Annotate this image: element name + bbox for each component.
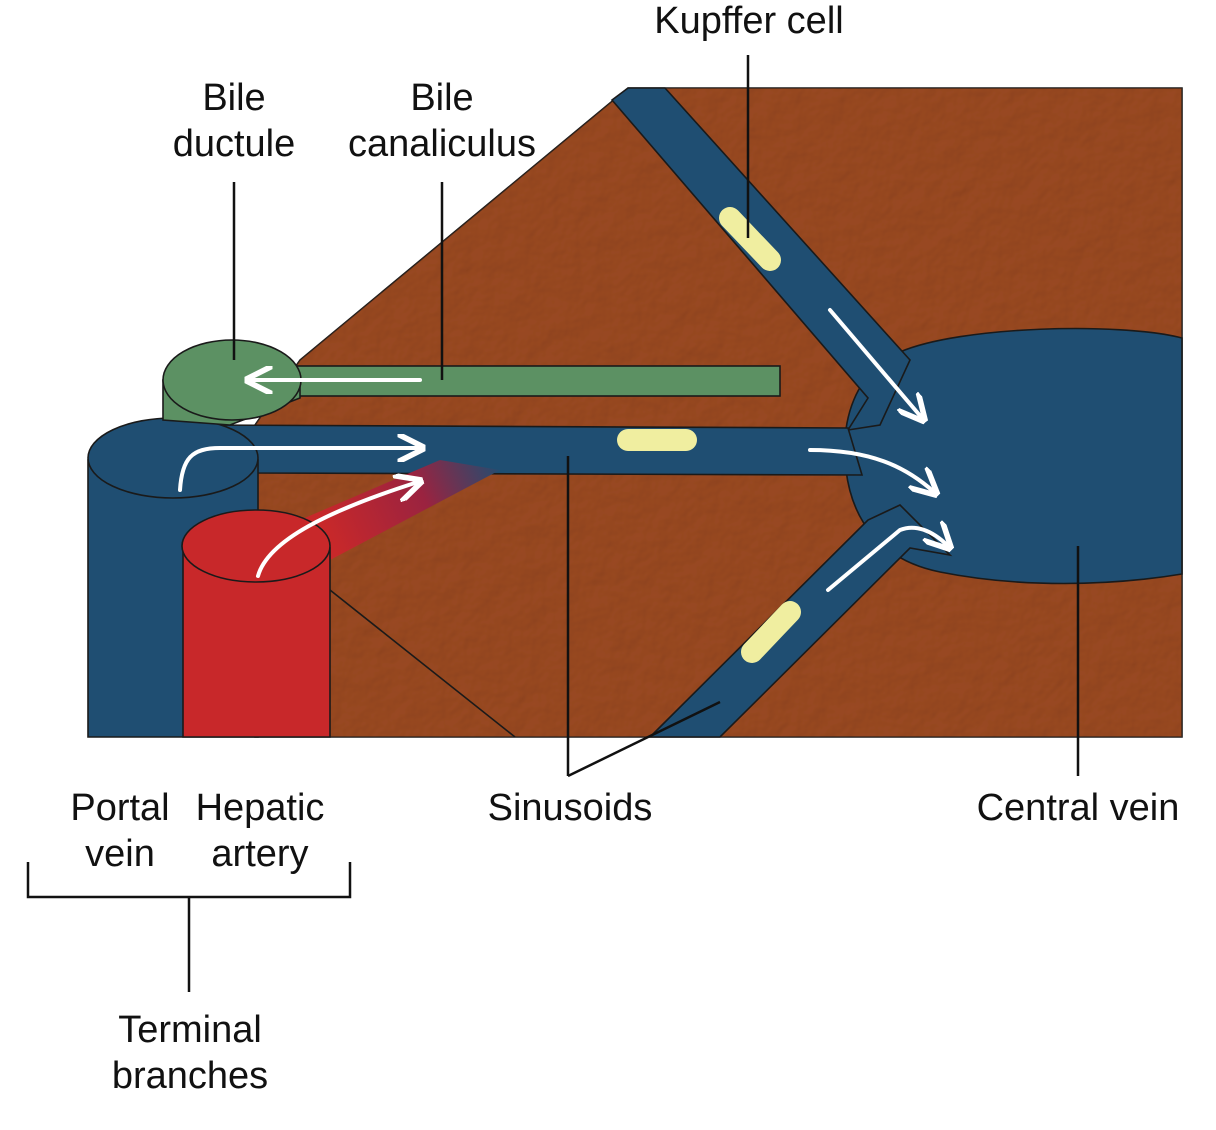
label-portal-vein-line2: vein <box>85 833 155 875</box>
label-hepatic-artery-line1: Hepatic <box>196 787 325 829</box>
label-hepatic-artery-line2: artery <box>211 833 308 875</box>
kupffer-cells <box>617 207 801 663</box>
label-terminal-branches-line2: branches <box>112 1055 268 1097</box>
labels: Kupffer cell Bile ductule Bile canalicul… <box>70 0 1179 1097</box>
label-bile-canaliculus-line2: canaliculus <box>348 123 536 165</box>
leader-lines <box>26 55 1080 992</box>
kupffer-cell-3 <box>741 601 801 663</box>
label-portal-vein-line1: Portal <box>70 787 169 829</box>
label-bile-canaliculus-line1: Bile <box>410 77 473 119</box>
kupffer-cell-1 <box>719 207 781 271</box>
sinusoid-flow-arrow-lower <box>826 528 948 592</box>
portal-flow-arrow <box>178 448 420 492</box>
label-sinusoids: Sinusoids <box>488 787 653 829</box>
hepatic-artery <box>181 509 331 738</box>
sinusoid-flow-arrow-upper <box>828 308 922 418</box>
label-central-vein: Central vein <box>977 787 1180 829</box>
label-kupffer-cell: Kupffer cell <box>654 0 843 42</box>
label-terminal-branches-line1: Terminal <box>118 1009 262 1051</box>
sinusoid-flow-arrow-middle <box>808 448 934 492</box>
flow-arrows <box>178 308 948 592</box>
hepatic-artery-branch <box>300 460 500 560</box>
sinusoid-lower <box>648 504 953 738</box>
label-bile-ductule-line2: ductule <box>173 123 296 165</box>
arterial-flow-arrow <box>256 482 418 578</box>
label-bile-ductule-line1: Bile <box>202 77 265 119</box>
